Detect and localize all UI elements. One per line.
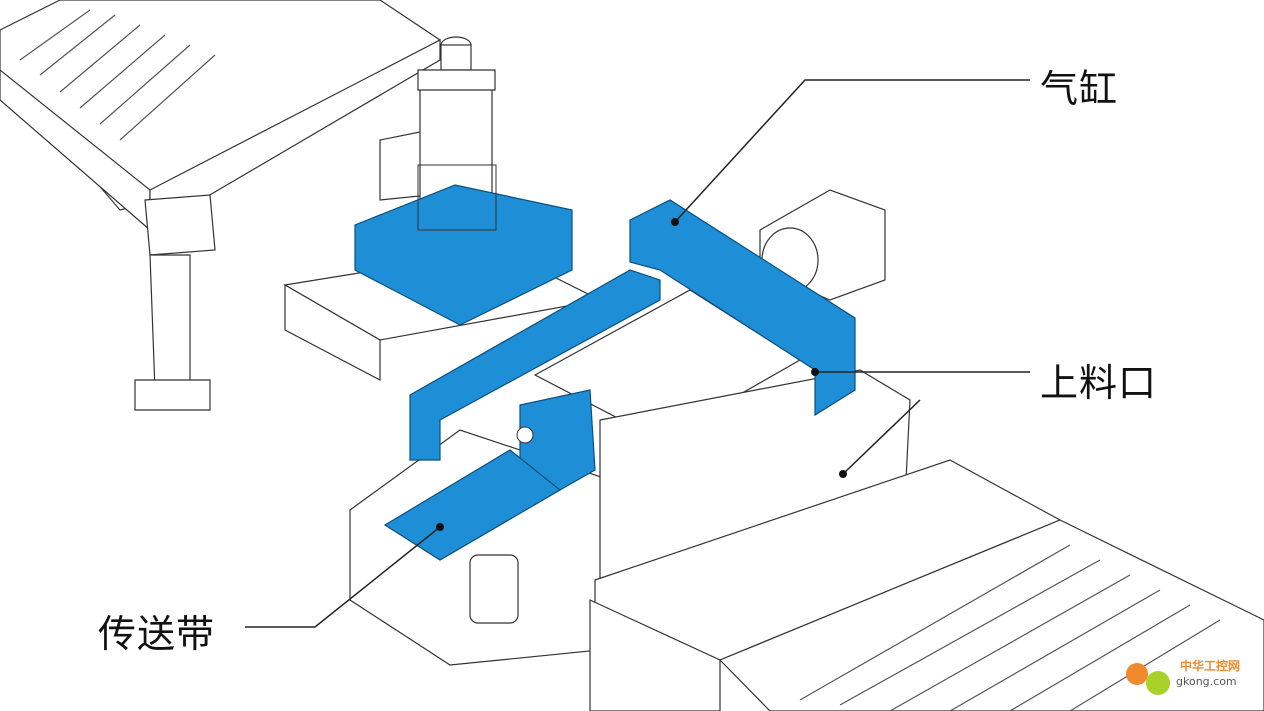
loading-port-label: 上料口 (1040, 361, 1158, 405)
frame-highlight (629, 199, 856, 417)
watermark-en: gkong.com (1176, 675, 1237, 688)
gear-orange-icon (1126, 663, 1148, 685)
conveyor-belt-highlight (383, 449, 562, 561)
cylinder-leader-line (674, 79, 1030, 223)
conveyor-leader-line (245, 526, 441, 628)
watermark-cn: 中华工控网 (1180, 659, 1241, 673)
gear-green-icon (1146, 671, 1170, 695)
loading-port-leader-line-2 (842, 399, 921, 475)
cylinder-block-highlight (354, 184, 573, 326)
cylinder-label: 气缸 (1040, 67, 1119, 111)
watermark: 中华工控网 gkong.com (1124, 655, 1244, 699)
conveyor-label: 传送带 (98, 612, 216, 656)
left-arm-highlight (409, 269, 661, 461)
right-roller-conveyor (718, 519, 1264, 711)
left-roller-conveyor (0, 0, 442, 411)
